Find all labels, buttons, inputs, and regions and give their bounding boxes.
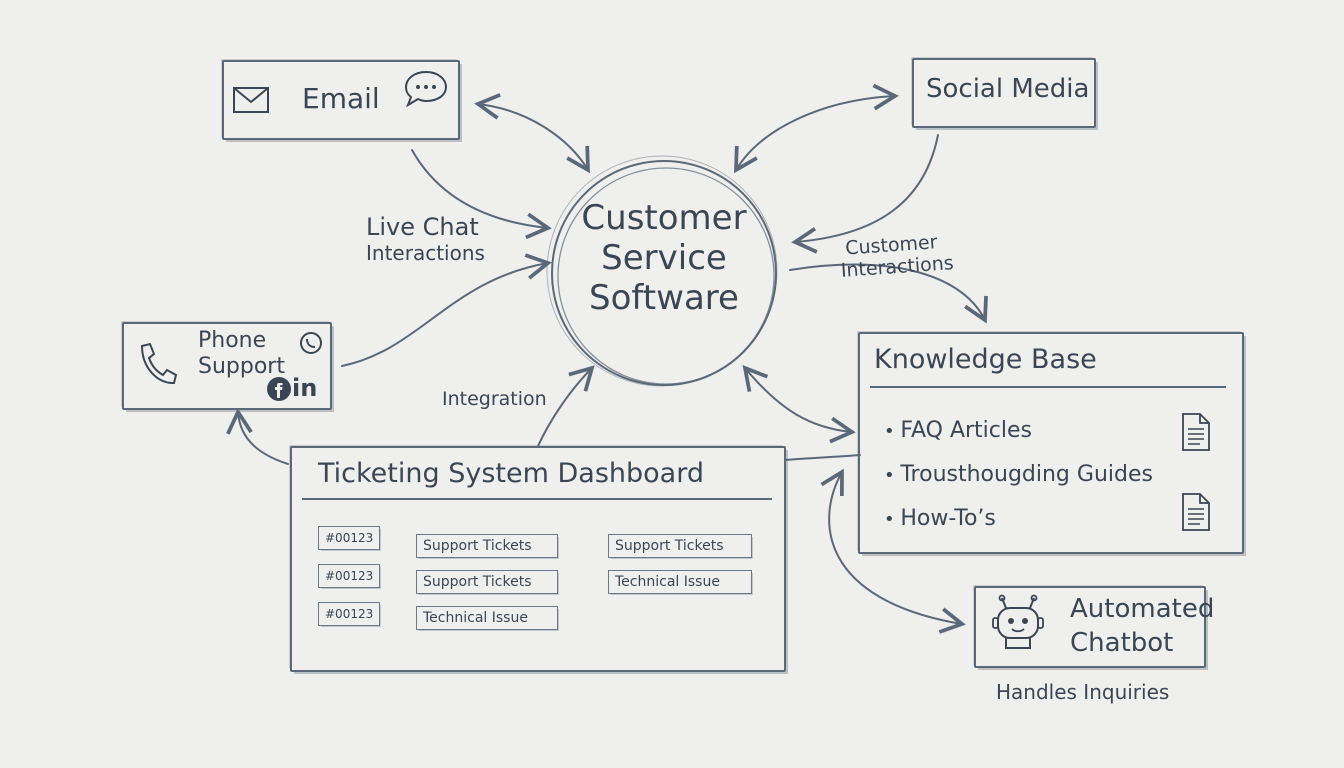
live-chat-label-line2: Interactions [366, 241, 485, 265]
ticket-id: #00123 [318, 564, 381, 588]
knowledge-base-title: Knowledge Base [874, 344, 1097, 375]
kb-item-faq: FAQ Articles [884, 418, 1032, 443]
arrow-email-center [474, 93, 590, 174]
knowledge-base-node: Knowledge Base FAQ Articles Trousthougdi… [858, 332, 1244, 554]
arrow-center-kb [789, 263, 988, 324]
knowledge-base-divider [870, 386, 1226, 388]
chatbot-node: Automated Chatbot [974, 586, 1214, 668]
document-icon-2 [1182, 493, 1210, 531]
facebook-icon [267, 377, 291, 401]
center-circle [551, 160, 777, 386]
center-title-line3: Software [589, 278, 739, 318]
document-icon [1182, 413, 1210, 451]
email-label: Email [302, 82, 380, 115]
ticket-category: Support Tickets [416, 534, 558, 558]
chatbot-label-line1: Automated [1070, 594, 1215, 624]
chatbot-label-line2: Chatbot [1070, 628, 1174, 658]
arrow-center-kb-2 [742, 365, 856, 444]
social-media-node: Social Media [912, 58, 1096, 128]
ticketing-divider [302, 498, 772, 500]
kb-item-guides: Trousthougding Guides [884, 462, 1153, 487]
center-title: Customer Service Software [552, 198, 776, 318]
integration-label: Integration [442, 388, 547, 410]
phone-label-line2: Support [198, 354, 285, 379]
envelope-icon [233, 87, 269, 113]
line-ticketing-kb [784, 454, 861, 461]
phone-support-node: Phone Support in [122, 322, 332, 410]
chat-bubble-icon [404, 70, 448, 108]
kb-item-howto: How-To’s [884, 506, 996, 531]
arrow-kb-chatbot [820, 468, 966, 634]
phone-label-line1: Phone [198, 328, 267, 353]
arrow-email-center-2 [411, 149, 552, 240]
ticket-category: Support Tickets [416, 570, 558, 594]
chatbot-caption: Handles Inquiries [996, 680, 1170, 704]
whatsapp-icon [300, 332, 322, 354]
social-media-label: Social Media [926, 74, 1090, 104]
robot-icon [992, 594, 1044, 649]
ticket-category: Technical Issue [608, 570, 752, 594]
ticket-category: Technical Issue [416, 606, 558, 630]
linkedin-icon: in [292, 374, 318, 402]
ticket-id: #00123 [318, 602, 381, 626]
ticket-category: Support Tickets [608, 534, 752, 558]
phone-icon [140, 342, 178, 385]
customer-interactions-label: Customer Interactions [839, 230, 954, 282]
phone-support-label: Phone Support [198, 328, 285, 380]
arrow-ticketing-center [537, 365, 595, 447]
email-node: Email [222, 60, 460, 140]
arrow-ticketing-phone [226, 408, 289, 465]
arrow-phone-center [341, 253, 552, 367]
live-chat-label-line1: Live Chat [366, 213, 479, 241]
arrow-social-center-2 [791, 134, 939, 254]
ticketing-title: Ticketing System Dashboard [318, 458, 704, 489]
live-chat-label: Live Chat Interactions [366, 214, 485, 266]
ticketing-dashboard-node: Ticketing System Dashboard #00123 #00123… [290, 446, 786, 672]
center-title-line1: Customer [581, 198, 747, 238]
center-title-line2: Service [601, 238, 727, 278]
arrow-social-center [734, 83, 899, 174]
chatbot-label: Automated Chatbot [1070, 592, 1214, 660]
ticket-id: #00123 [318, 526, 381, 550]
